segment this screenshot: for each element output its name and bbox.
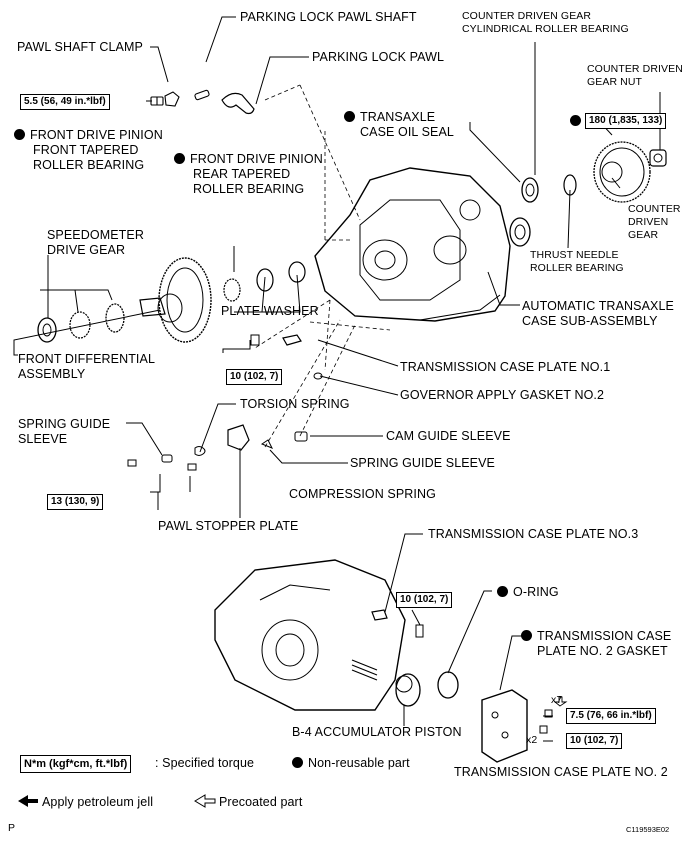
- label-plate-no2-gasket: TRANSMISSION CASE PLATE NO. 2 GASKET: [521, 629, 671, 659]
- label-counter-driven-gear: COUNTER DRIVEN GEAR: [628, 203, 681, 241]
- torque-box-pawl-clamp: 5.5 (56, 49 in.*lbf): [20, 94, 110, 110]
- label-speedometer-drive-gear: SPEEDOMETER DRIVE GEAR: [47, 228, 144, 257]
- nonreusable-dot-icon: [292, 757, 303, 768]
- label-pawl-shaft-clamp: PAWL SHAFT CLAMP: [17, 40, 143, 54]
- label-parking-lock-pawl-shaft: PARKING LOCK PAWL SHAFT: [240, 10, 417, 24]
- torque-box-plate2-x7: 7.5 (76, 66 in.*lbf): [566, 708, 656, 724]
- legend-torque-text: : Specified torque: [155, 756, 255, 770]
- legend-petroleum: Apply petroleum jell: [42, 795, 154, 809]
- figure-code: C119593E02: [626, 825, 670, 834]
- nonreusable-dot-icon: [521, 630, 532, 641]
- label-pawl-stopper-plate: PAWL STOPPER PLATE: [158, 519, 299, 533]
- label-front-pinion-rear-bearing: FRONT DRIVE PINION REAR TAPERED ROLLER B…: [174, 152, 323, 197]
- label-cam-guide-sleeve: CAM GUIDE SLEEVE: [386, 429, 511, 443]
- nonreusable-dot-icon: [344, 111, 355, 122]
- label-transmission-case-plate-3: TRANSMISSION CASE PLATE NO.3: [428, 527, 639, 541]
- label-spring-guide-sleeve-right: SPRING GUIDE SLEEVE: [350, 456, 495, 470]
- nonreusable-dot-icon: [14, 129, 25, 140]
- page-letter: P: [8, 822, 16, 834]
- label-transmission-case-plate-2: TRANSMISSION CASE PLATE NO. 2: [454, 765, 668, 779]
- label-o-ring: O-RING: [497, 585, 559, 600]
- label-automatic-transaxle-case: AUTOMATIC TRANSAXLE CASE SUB-ASSEMBLY: [522, 299, 674, 328]
- nonreusable-dot-icon: [570, 115, 581, 126]
- nonreusable-dot-icon: [174, 153, 185, 164]
- torque-box-plate2-x2: 10 (102, 7): [566, 733, 623, 749]
- label-x7: x7: [551, 694, 563, 706]
- label-governor-apply-gasket: GOVERNOR APPLY GASKET NO.2: [400, 388, 605, 402]
- torque-box-case-plate-1: 10 (102, 7): [226, 369, 283, 385]
- label-counter-driven-gear-bearing: COUNTER DRIVEN GEAR CYLINDRICAL ROLLER B…: [462, 10, 629, 35]
- torque-box-stopper-plate: 13 (130, 9): [47, 494, 104, 510]
- label-b4-accumulator-piston: B-4 ACCUMULATOR PISTON: [292, 725, 462, 739]
- label-plate-washer: PLATE WASHER: [221, 304, 319, 318]
- legend-torque-box: N*m (kgf*cm, ft.*lbf): [20, 755, 132, 773]
- label-transmission-case-plate-1: TRANSMISSION CASE PLATE NO.1: [400, 360, 611, 374]
- label-front-pinion-front-bearing: FRONT DRIVE PINION FRONT TAPERED ROLLER …: [14, 128, 163, 173]
- nonreusable-dot-icon: [497, 586, 508, 597]
- label-parking-lock-pawl: PARKING LOCK PAWL: [312, 50, 445, 64]
- label-compression-spring: COMPRESSION SPRING: [289, 487, 436, 501]
- label-x2: x2: [526, 734, 538, 746]
- label-torsion-spring: TORSION SPRING: [240, 397, 350, 411]
- legend-precoated: Precoated part: [219, 795, 303, 809]
- label-thrust-needle-bearing: THRUST NEEDLE ROLLER BEARING: [530, 249, 624, 274]
- torque-box-case-plate-3: 10 (102, 7): [396, 592, 453, 608]
- label-spring-guide-sleeve-left: SPRING GUIDE SLEEVE: [18, 417, 111, 446]
- legend-nonreusable: Non-reusable part: [292, 756, 410, 771]
- label-counter-driven-gear-nut: COUNTER DRIVEN GEAR NUT: [587, 63, 683, 88]
- label-front-differential: FRONT DIFFERENTIAL ASSEMBLY: [18, 352, 155, 381]
- torque-box-counter-nut: 180 (1,835, 133): [585, 113, 667, 129]
- label-transaxle-oil-seal: TRANSAXLE CASE OIL SEAL: [344, 110, 454, 140]
